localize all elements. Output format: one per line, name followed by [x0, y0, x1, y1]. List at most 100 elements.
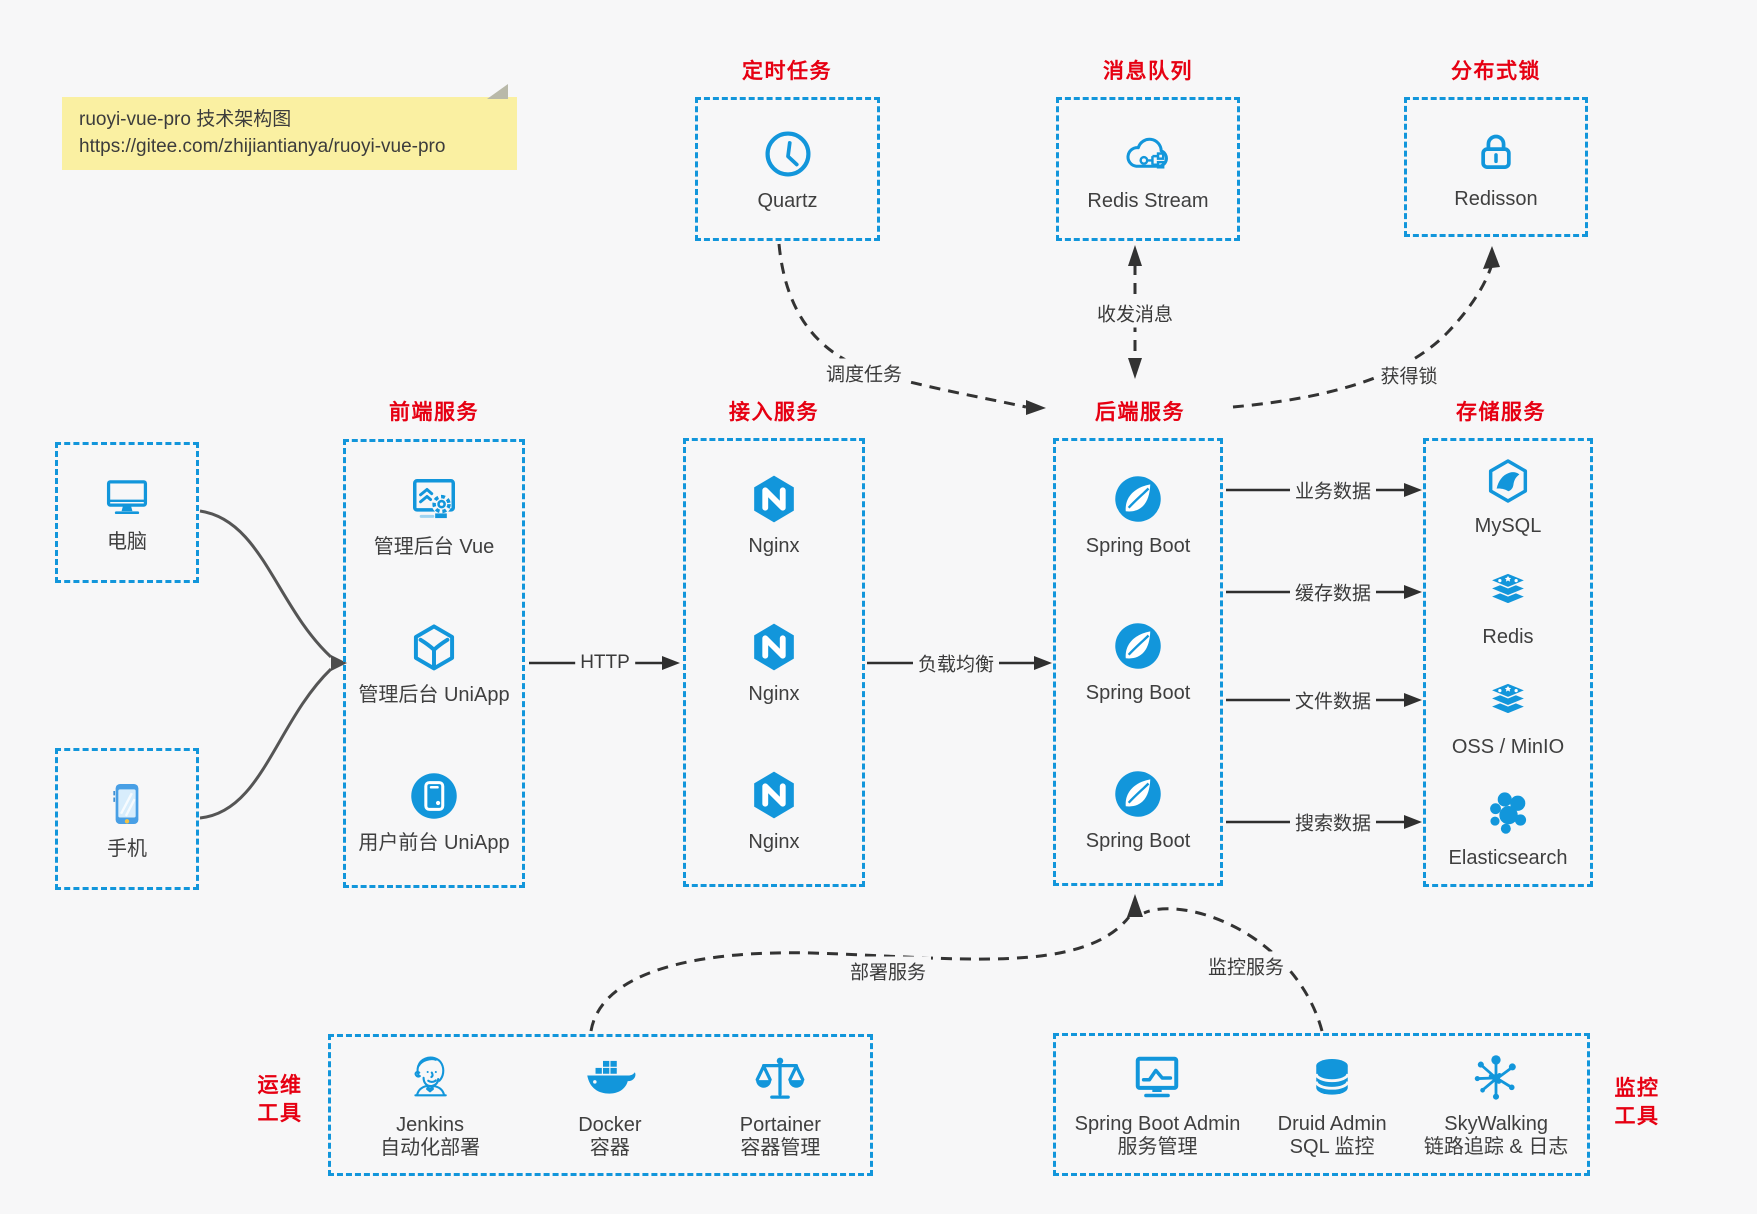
node-label: OSS / MinIO [1451, 736, 1565, 759]
node-phone: 手机 [101, 778, 153, 861]
column-title-backend: 后端服务 [1095, 401, 1185, 424]
node-redisson: Redisson [1454, 124, 1538, 211]
spring-boot-icon [1110, 471, 1166, 527]
label-line: Spring Boot Admin [1074, 1113, 1241, 1135]
node-skywalking: SkyWalking 链路追踪 & 日志 [1424, 1050, 1568, 1159]
skywalking-icon [1468, 1050, 1524, 1106]
panel-distributed-lock: Redisson [1404, 97, 1588, 237]
smartphone-icon [101, 778, 153, 830]
group-title-devops-tools: 运维 工具 [245, 1072, 315, 1128]
message-arrowhead-down [1128, 358, 1142, 379]
node-docker: Docker 容器 [578, 1051, 642, 1160]
node-pc: 电脑 [101, 471, 153, 554]
node-label: Portainer 容器管理 [740, 1114, 821, 1160]
spring-boot-icon [1110, 766, 1166, 822]
client-arrowhead [331, 655, 347, 671]
node-user-uniapp: 用户前台 UniApp [358, 768, 510, 855]
node-label: Redis Stream [1087, 189, 1209, 212]
file-data-arrowhead [1404, 693, 1422, 707]
group-title-scheduled-task: 定时任务 [742, 60, 832, 83]
edge-schedule [777, 243, 1027, 409]
edge-label-load-balance: 负载均衡 [912, 648, 1000, 678]
http-arrowhead [662, 656, 680, 670]
edge-label-http: HTTP [575, 651, 635, 675]
label-line: Jenkins [396, 1113, 464, 1136]
group-title-message-queue: 消息队列 [1103, 60, 1193, 83]
edge-label-business-data: 业务数据 [1289, 475, 1377, 505]
mobile-app-icon [406, 768, 462, 824]
node-label: Elasticsearch [1448, 847, 1568, 870]
nginx-icon [746, 471, 802, 527]
label-line: 容器 [589, 1136, 630, 1159]
nginx-icon [746, 767, 802, 823]
node-springboot-2: Spring Boot [1086, 618, 1190, 705]
jenkins-icon [402, 1051, 458, 1107]
panel-storage: MySQL Redis OSS / MinIO Elasticsearch [1423, 438, 1593, 887]
node-redis-stream: Redis Stream [1087, 126, 1209, 213]
panel-frontend: 管理后台 Vue 管理后台 UniApp 用户前台 UniApp [343, 439, 525, 888]
schedule-arrowhead [1026, 400, 1046, 415]
label-line: Portainer [739, 1113, 821, 1136]
label-line: 自动化部署 [380, 1136, 481, 1159]
group-title-monitor-tools: 监控 工具 [1602, 1075, 1672, 1131]
edge-phone-to-frontend [199, 667, 333, 820]
mysql-icon [1482, 455, 1534, 507]
label-line: Docker [578, 1113, 642, 1136]
deploy-monitor-arrowhead [1127, 894, 1143, 917]
monitor-chart-icon [1129, 1050, 1185, 1106]
node-label: 管理后台 UniApp [358, 683, 510, 706]
edge-label-search-data: 搜索数据 [1289, 807, 1377, 837]
elasticsearch-icon [1482, 787, 1534, 839]
padlock-icon [1468, 124, 1524, 180]
nginx-icon [746, 619, 802, 675]
node-nginx-3: Nginx [746, 767, 802, 854]
node-portainer: Portainer 容器管理 [740, 1051, 821, 1160]
desktop-computer-icon [101, 471, 153, 523]
node-label: Jenkins 自动化部署 [380, 1114, 480, 1160]
database-icon [1304, 1050, 1360, 1106]
portainer-icon [752, 1051, 808, 1107]
node-label: SkyWalking 链路追踪 & 日志 [1424, 1113, 1568, 1159]
title-line: 运维 [257, 1074, 303, 1097]
message-arrowhead-up [1128, 245, 1142, 266]
column-title-gateway: 接入服务 [729, 401, 819, 424]
node-springboot-3: Spring Boot [1086, 766, 1190, 853]
note-folded-corner [487, 84, 508, 99]
edge-label-deploy: 部署服务 [844, 956, 932, 986]
node-label: Spring Boot [1085, 535, 1191, 558]
title-line: 工具 [257, 1102, 303, 1125]
node-label: MySQL [1474, 514, 1542, 537]
edge-pc-to-frontend [199, 509, 333, 659]
panel-scheduled-task: Quartz [695, 97, 880, 241]
lock-arrowhead [1483, 246, 1500, 269]
edge-deploy [589, 916, 1131, 1032]
label-line: SkyWalking [1444, 1113, 1548, 1135]
panel-client-phone: 手机 [55, 748, 199, 890]
label-line: SQL 监控 [1289, 1136, 1375, 1158]
redis-stack-icon [1482, 676, 1534, 728]
node-label: Nginx [748, 535, 800, 558]
node-label: Quartz [757, 189, 818, 212]
sticky-note: ruoyi-vue-pro 技术架构图 https://gitee.com/zh… [62, 97, 517, 170]
title-line: 监控 [1614, 1077, 1660, 1100]
clock-icon [760, 126, 816, 182]
label-line: Druid Admin [1277, 1113, 1387, 1135]
node-label: Druid Admin SQL 监控 [1278, 1113, 1387, 1159]
cache-data-arrowhead [1404, 585, 1422, 599]
node-label: Nginx [748, 830, 800, 853]
load-balance-arrowhead [1034, 656, 1052, 670]
node-label: Docker 容器 [578, 1114, 641, 1160]
uniapp-cube-icon [406, 620, 462, 676]
panel-devops-tools: Jenkins 自动化部署 Docker 容器 Portainer 容器管理 [328, 1034, 873, 1176]
business-data-arrowhead [1404, 483, 1422, 497]
edge-label-lock: 获得锁 [1375, 360, 1443, 390]
node-label: Redisson [1454, 187, 1538, 210]
node-elasticsearch: Elasticsearch [1448, 787, 1568, 870]
node-label: 管理后台 Vue [373, 536, 495, 559]
edge-label-file-data: 文件数据 [1289, 685, 1377, 715]
node-label: 手机 [107, 837, 147, 860]
note-title: ruoyi-vue-pro 技术架构图 [79, 109, 292, 130]
node-label: 电脑 [107, 531, 147, 553]
